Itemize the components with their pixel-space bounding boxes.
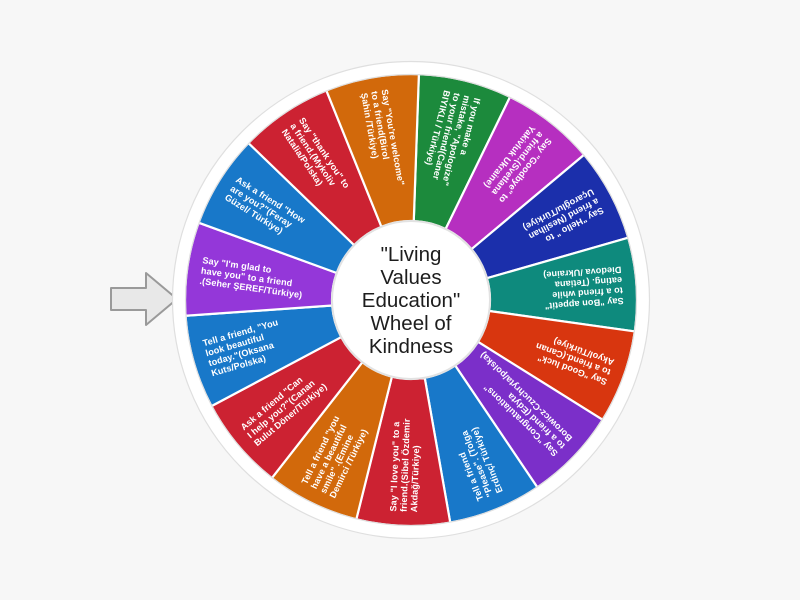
wheel-segment-label-line: friend.(Sibel Özdemir	[399, 418, 412, 512]
wheel-segment-label-line: eating. (Tetiana	[554, 275, 623, 290]
wheel-segment-label-line: Say "I love you" to a	[388, 421, 401, 512]
wheel-pointer	[108, 268, 180, 330]
wheel-segment-label-line: to a friend while	[552, 285, 623, 300]
wheel-segment-label-line: Akdağ/Türkiye)	[409, 445, 421, 512]
wheel-hub-title-line: Wheel of	[371, 312, 452, 335]
wheel-hub-title-line: Education"	[362, 289, 460, 312]
wheel-hub	[331, 220, 491, 380]
wheel-segments[interactable]: If you make amistake, "Apologize"to your…	[183, 72, 639, 528]
prize-wheel[interactable]: If you make amistake, "Apologize"to your…	[171, 32, 651, 568]
wheel-hub-title-line: Kindness	[369, 335, 453, 358]
wheel-hub-title-line: Values	[380, 266, 441, 289]
wheel-rim-outline	[171, 60, 651, 540]
arrow-right-icon	[110, 272, 178, 326]
wheel-hub-title-line: "Living	[381, 243, 442, 266]
wheel-segment-label: Say "I love you" to afriend.(Sibel Özdem…	[388, 418, 422, 513]
wheel-graphic[interactable]: If you make amistake, "Apologize"to your…	[171, 32, 651, 568]
wheel-rim-inner-outline	[184, 73, 638, 527]
svg-text:Say "I love you" to afriend.(S: Say "I love you" to afriend.(Sibel Özdem…	[388, 418, 422, 513]
wheel-rim	[172, 61, 650, 539]
